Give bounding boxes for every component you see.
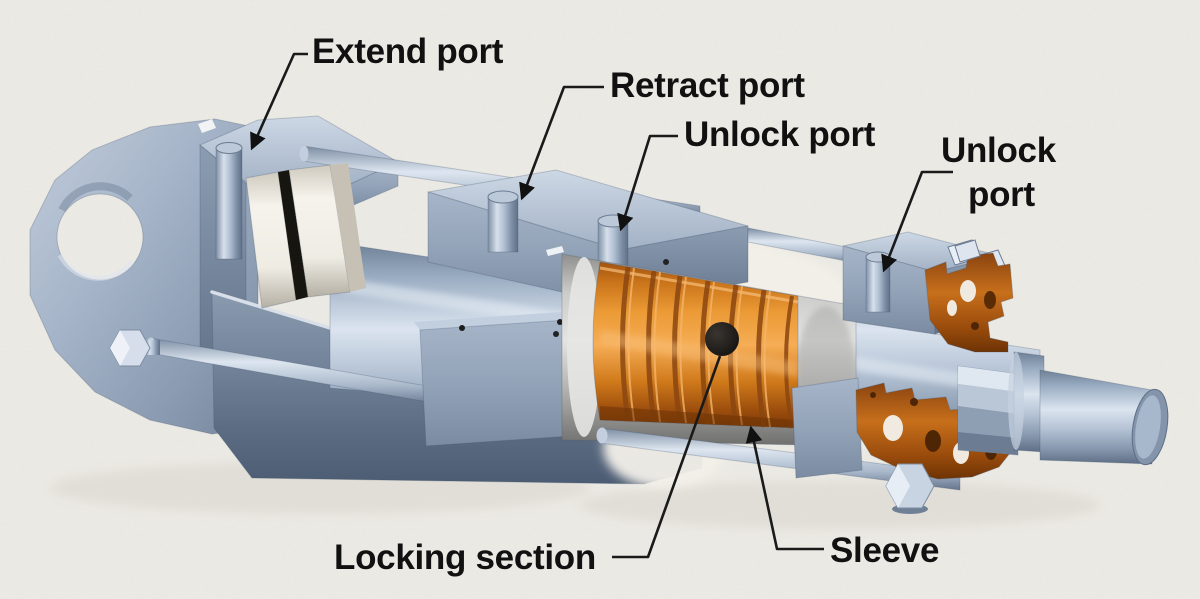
gland-bolt <box>885 463 935 514</box>
piston-assembly <box>245 163 366 309</box>
extend-port-boss <box>215 142 243 260</box>
locking-dot-marker <box>705 322 739 356</box>
locking-section-barrel <box>592 261 799 429</box>
piston-shadow-band <box>330 163 366 292</box>
label-locking-section: Locking section <box>334 538 596 577</box>
leader-retract-port <box>519 85 604 201</box>
rod-step-collar <box>1008 351 1045 453</box>
clevis-hole-highlight <box>57 253 134 281</box>
retract-port-boss <box>487 190 519 253</box>
ground-shadow-right <box>580 481 1100 529</box>
leader-extend-port <box>250 52 308 151</box>
label-unlock-port-right-line2: port <box>968 175 1035 214</box>
label-retract-port: Retract port <box>610 66 805 105</box>
label-unlock-port-right-line1: Unlock <box>941 131 1057 170</box>
foot-block-right <box>791 377 863 479</box>
shell-cut-lip <box>210 290 332 330</box>
label-unlock-port-middle: Unlock port <box>684 115 876 154</box>
rod-end <box>1039 369 1169 466</box>
lock-flange-upper <box>924 239 1014 353</box>
leader-unlock-port-middle <box>617 134 678 232</box>
label-sleeve: Sleeve <box>830 531 939 570</box>
label-extend-port: Extend port <box>312 32 504 71</box>
leader-unlock-port-right <box>881 170 953 273</box>
leader-sleeve <box>745 425 824 551</box>
leader-locking-section <box>612 355 722 559</box>
clevis-hole-shadow <box>58 182 133 212</box>
piston-seal-ring <box>278 170 308 300</box>
clevis-bolt <box>109 329 160 367</box>
callouts: Extend port Retract port Unlock port Unl… <box>250 32 1057 577</box>
rod-hex-section <box>957 365 1019 456</box>
